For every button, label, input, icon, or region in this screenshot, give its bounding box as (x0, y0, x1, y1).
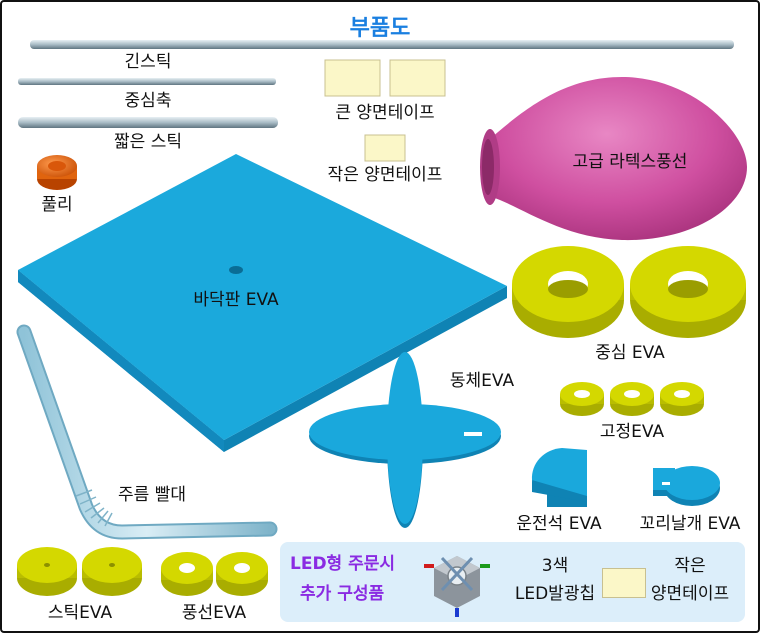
stick-eva-rings (17, 547, 142, 596)
label-big-tape: 큰 양면테이프 (335, 103, 435, 123)
long-stick (18, 78, 276, 85)
page-title: 부품도 (349, 16, 411, 41)
center-axis (18, 117, 278, 128)
led-tape-line2: 양면테이프 (650, 584, 730, 604)
label-cockpit-eva: 운전석 EVA (516, 514, 602, 534)
label-long-stick: 긴스틱 (124, 52, 172, 72)
fix-eva-rings (560, 382, 704, 416)
label-center-eva: 중심 EVA (595, 343, 665, 363)
led-chip-icon (424, 556, 490, 617)
pulley-shape (37, 155, 77, 190)
base-eva-board (18, 154, 507, 452)
label-small-tape: 작은 양면테이프 (327, 165, 443, 185)
label-base-eva: 바닥판 EVA (193, 290, 279, 310)
balloon-eva-rings (161, 552, 268, 596)
small-tape (364, 134, 406, 162)
led-chip-line1: 3색 (541, 556, 569, 576)
label-pulley: 풀리 (41, 195, 73, 215)
label-body-eva: 동체EVA (449, 371, 515, 391)
balloon-shape (480, 77, 747, 241)
big-tape-1 (324, 59, 381, 97)
label-tail-wing-eva: 꼬리날개 EVA (639, 514, 741, 534)
led-heading-line1: LED형 주문시 (290, 554, 396, 574)
body-eva (309, 352, 501, 528)
led-option-panel: LED형 주문시 추가 구성품 3색 LED발광칩 작은 양면테이프 (280, 542, 745, 622)
label-balloon-eva: 풍선EVA (181, 603, 247, 623)
cockpit-eva (531, 448, 587, 507)
straw-shape (16, 324, 278, 540)
center-eva-rings (512, 246, 746, 338)
label-center-axis: 중심축 (124, 91, 172, 111)
label-balloon: 고급 라텍스풍선 (572, 152, 688, 172)
top-rod (30, 40, 734, 49)
led-heading-line2: 추가 구성품 (300, 584, 385, 604)
label-short-stick: 짧은 스틱 (114, 132, 182, 152)
tail-wing-eva (653, 466, 720, 506)
led-tape-line1: 작은 (674, 556, 706, 576)
label-fix-eva: 고정EVA (599, 422, 665, 442)
led-small-tape (602, 568, 646, 598)
label-straw: 주름 빨대 (118, 485, 186, 505)
led-chip-line2: LED발광칩 (514, 584, 596, 604)
label-stick-eva: 스틱EVA (47, 603, 113, 623)
big-tape-2 (389, 59, 446, 97)
